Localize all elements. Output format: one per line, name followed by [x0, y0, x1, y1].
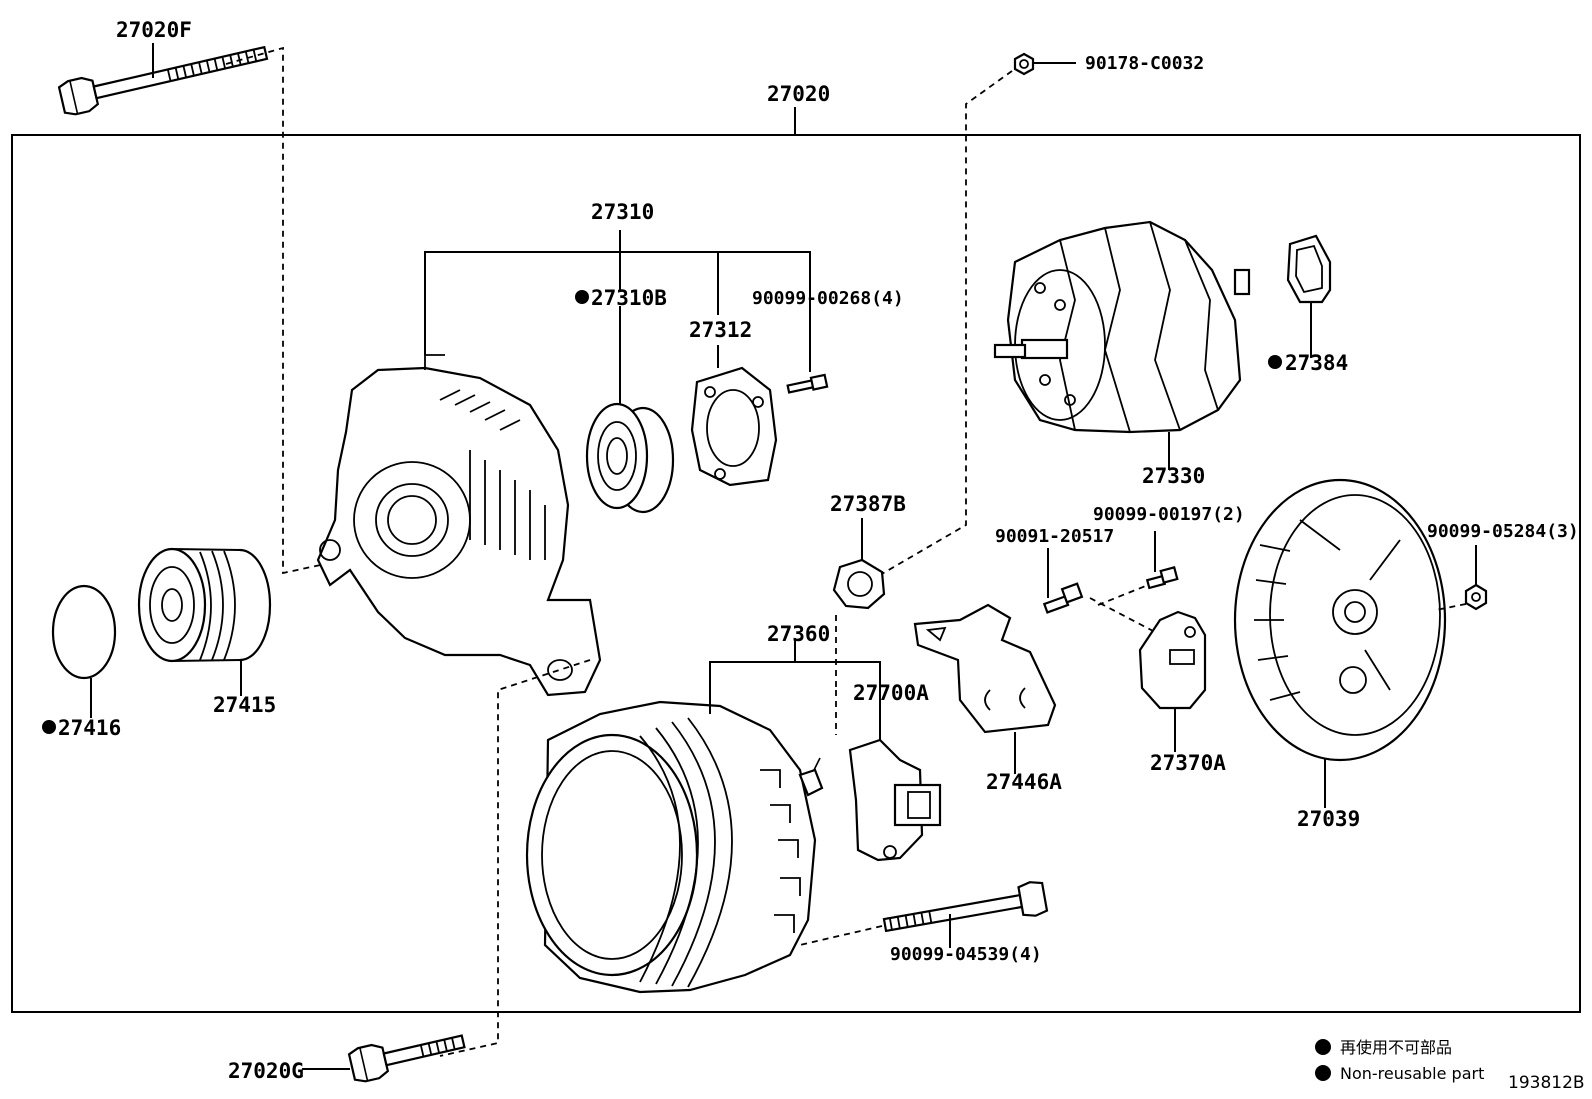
screw-90099-00268[interactable] [786, 373, 829, 394]
non-reusable-marker [575, 290, 589, 304]
regulator-27700A[interactable] [848, 738, 942, 862]
legend: 再使用不可部品 Non-reusable part [1315, 1038, 1484, 1083]
label-27387B: 27387B [830, 492, 906, 516]
label-90099-05284: 90099-05284(3) [1427, 521, 1579, 542]
label-90178-C0032: 90178-C0032 [1085, 53, 1204, 74]
legend-japanese: 再使用不可部品 [1340, 1038, 1452, 1057]
rotor-27330[interactable] [993, 220, 1251, 434]
label-27370A: 27370A [1150, 751, 1226, 775]
pulley-cap-27416[interactable] [51, 584, 117, 680]
label-27360: 27360 [767, 622, 830, 646]
legend-marker [1315, 1065, 1331, 1081]
label-27330: 27330 [1142, 464, 1205, 488]
figure-id: 193812B [1508, 1073, 1585, 1093]
pulley-27415[interactable] [137, 547, 272, 663]
non-reusable-marker [42, 720, 56, 734]
screw-90091-20517[interactable] [1042, 582, 1084, 614]
nut-90099-05284[interactable] [1464, 583, 1488, 611]
holder-27387B[interactable] [832, 558, 886, 610]
bolt-27020G[interactable] [347, 1025, 467, 1084]
drive-end-frame[interactable] [316, 354, 602, 697]
legend-english: Non-reusable part [1340, 1064, 1484, 1083]
label-27384: 27384 [1285, 351, 1348, 375]
brush-holder-27370A[interactable] [1138, 610, 1207, 710]
label-90099-00197: 90099-00197(2) [1093, 504, 1245, 525]
label-90099-04539: 90099-04539(4) [890, 944, 1042, 965]
label-27310B: 27310B [591, 286, 667, 310]
label-27700A: 27700A [853, 681, 929, 705]
bearing-27310B[interactable] [585, 402, 675, 514]
screw-90099-00197[interactable] [1145, 566, 1179, 590]
stator-27360[interactable] [525, 700, 824, 994]
label-27312: 27312 [689, 318, 752, 342]
non-reusable-marker [1268, 355, 1282, 369]
label-27446A: 27446A [986, 770, 1062, 794]
legend-marker [1315, 1039, 1331, 1055]
nut-90178-C0032[interactable] [1013, 52, 1035, 76]
cover-ring-27384[interactable] [1286, 234, 1332, 304]
label-90091-20517: 90091-20517 [995, 526, 1114, 547]
plate-27446A[interactable] [913, 603, 1057, 734]
label-27416: 27416 [58, 716, 121, 740]
rear-cover-27039[interactable] [1233, 478, 1447, 762]
label-27020F: 27020F [116, 18, 192, 42]
retainer-plate-27312[interactable] [690, 366, 778, 487]
bolt-27020F[interactable] [57, 36, 269, 116]
label-90099-00268: 90099-00268(4) [752, 288, 904, 309]
label-27310: 27310 [591, 200, 654, 224]
label-27415: 27415 [213, 693, 276, 717]
through-bolt-90099-04539[interactable] [882, 880, 1049, 942]
label-27020: 27020 [767, 82, 830, 106]
label-27039: 27039 [1297, 807, 1360, 831]
label-27020G: 27020G [228, 1059, 304, 1083]
